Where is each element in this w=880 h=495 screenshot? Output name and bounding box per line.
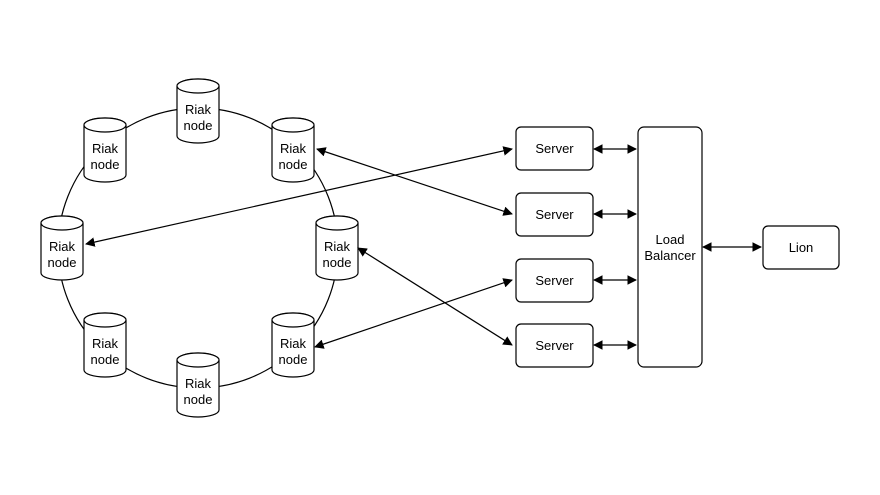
riak-node-label-line1: Riak [280, 141, 307, 156]
riak-node-group: RiaknodeRiaknodeRiaknodeRiaknodeRiaknode… [40, 78, 359, 418]
cylinder-cap [315, 215, 359, 231]
cylinder-cap [176, 352, 220, 368]
cylinder-cap [83, 117, 127, 133]
server-label: Server [535, 141, 574, 156]
server-3: Server [515, 258, 594, 303]
server-node-connections [85, 146, 513, 349]
server-label: Server [535, 338, 574, 353]
riak-node-label-line1: Riak [185, 102, 212, 117]
server-label: Server [535, 273, 574, 288]
riak-node-label-line1: Riak [280, 336, 307, 351]
riak-node-label-line1: Riak [49, 239, 76, 254]
riak-node-label-line2: node [323, 255, 352, 270]
cylinder-cap [271, 312, 315, 328]
cylinder-cap [271, 117, 315, 133]
client-label: Lion [789, 240, 814, 255]
client-lion: Lion [762, 225, 840, 270]
riak-node-label-line2: node [279, 352, 308, 367]
cylinder-cap [40, 215, 84, 231]
server-label: Server [535, 207, 574, 222]
load-balancer: Load Balancer [637, 126, 703, 368]
connection-server3-node-bottom-right [314, 278, 513, 349]
riak-node-label-line1: Riak [92, 336, 119, 351]
server-4: Server [515, 323, 594, 368]
riak-node-label-line2: node [279, 157, 308, 172]
load-balancer-label-line1: Load [656, 232, 685, 247]
riak-node-label-line2: node [91, 157, 120, 172]
load-balancer-label-line2: Balancer [644, 248, 696, 263]
riak-node-label-line2: node [48, 255, 77, 270]
cylinder-cap [176, 78, 220, 94]
connection-server4-node-right [357, 247, 513, 346]
connection-server2-node-top-right [316, 147, 513, 216]
riak-node-label-line2: node [184, 392, 213, 407]
cylinder-cap [83, 312, 127, 328]
riak-node-label-line2: node [91, 352, 120, 367]
server-2: Server [515, 192, 594, 237]
riak-node-label-line1: Riak [92, 141, 119, 156]
riak-node-label-line1: Riak [324, 239, 351, 254]
server-1: Server [515, 126, 594, 171]
server-lb-connections [593, 144, 637, 350]
riak-node-label-line1: Riak [185, 376, 212, 391]
riak-node-label-line2: node [184, 118, 213, 133]
